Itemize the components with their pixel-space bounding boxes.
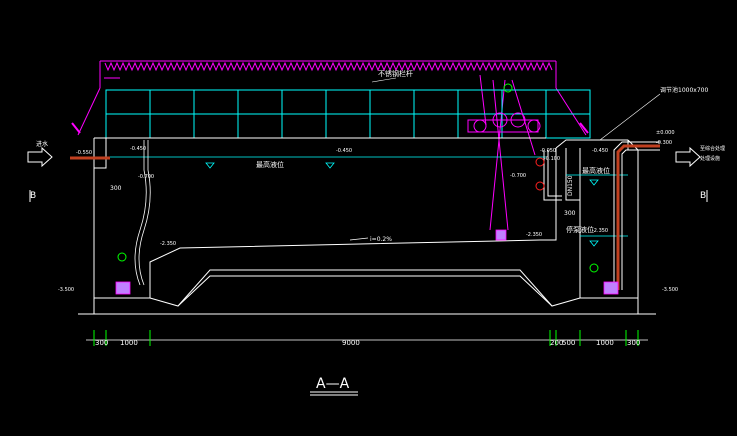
dimension-values: 300 1000 9000 200 500 1000 300 bbox=[95, 339, 640, 347]
channel-size-leader bbox=[599, 93, 661, 141]
slope-label: i=0.2% bbox=[370, 236, 392, 243]
elev-right-top: -0.050 bbox=[540, 148, 556, 154]
dim-1: 1000 bbox=[120, 339, 138, 347]
pump-left bbox=[115, 281, 131, 295]
elev-right-outlet: -0.100 bbox=[544, 156, 560, 162]
elev-right-peak: -0.450 bbox=[592, 148, 608, 154]
elevation-labels: -0.550 -0.450 -0.450 -0.700 -0.050 -0.45… bbox=[58, 130, 678, 293]
section-mark-right: B bbox=[700, 191, 706, 201]
left-pump-pipe bbox=[134, 140, 151, 286]
elev-pump-stop: -2.350 bbox=[592, 228, 608, 234]
outlet-arrow bbox=[675, 146, 701, 168]
railing-label: 不锈钢栏杆 bbox=[378, 69, 413, 78]
elev-slope-left: -2.350 bbox=[160, 241, 176, 247]
section-mark-left: B bbox=[30, 191, 36, 201]
max-level-label: 最高液位 bbox=[256, 160, 284, 169]
outlet-label-2: 处理设施 bbox=[700, 155, 720, 162]
dim-2: 9000 bbox=[342, 339, 360, 347]
outlet-label-1: 至综合处理 bbox=[700, 145, 725, 152]
red-markers bbox=[535, 157, 545, 191]
elev-right-channel: -0.700 bbox=[510, 173, 526, 179]
dimension-ticks bbox=[93, 330, 639, 346]
elev-slope-right: -2.350 bbox=[526, 232, 542, 238]
small-step-left: 300 bbox=[110, 185, 122, 192]
truss-zigzag bbox=[104, 61, 553, 72]
tank-structure bbox=[78, 137, 656, 315]
small-step-right: 300 bbox=[564, 210, 576, 217]
slope-arrow bbox=[349, 237, 369, 241]
pipe-dn-label: DN150 bbox=[567, 175, 574, 196]
right-pipe bbox=[543, 141, 660, 290]
pump-mid bbox=[495, 229, 507, 241]
elev-sump-right: -3.500 bbox=[662, 287, 678, 293]
green-markers bbox=[117, 83, 599, 273]
pump-stop-label: 停泵液位 bbox=[566, 225, 594, 234]
railing-leader bbox=[371, 77, 397, 83]
drive-units bbox=[467, 112, 541, 133]
inlet-label: 进水 bbox=[36, 140, 48, 148]
dim-4: 500 bbox=[562, 339, 575, 347]
elev-top-left: -0.450 bbox=[130, 146, 146, 152]
elev-small-left: -0.700 bbox=[138, 174, 154, 180]
dim-0: 300 bbox=[95, 339, 108, 347]
pump-right bbox=[603, 281, 619, 295]
dim-5: 1000 bbox=[596, 339, 614, 347]
channel-size-label: 调节池1000x700 bbox=[660, 86, 708, 94]
inlet-arrow bbox=[27, 146, 53, 168]
roof-truss bbox=[77, 60, 587, 231]
elev-inlet-left: -0.550 bbox=[76, 150, 92, 156]
water-marks bbox=[205, 162, 599, 247]
elev-sump-left: -3.500 bbox=[58, 287, 74, 293]
section-title: A—A bbox=[316, 376, 350, 392]
elev-right-far2: -0.300 bbox=[656, 140, 672, 146]
dim-6: 300 bbox=[627, 339, 640, 347]
elev-right-far: ±0.000 bbox=[656, 130, 675, 136]
roof-anchor-left bbox=[71, 122, 81, 134]
roof-anchor-right bbox=[579, 122, 589, 134]
elev-level-mid: -0.450 bbox=[336, 148, 352, 154]
outlet-pipe bbox=[616, 144, 660, 290]
mid-level-label: 最高液位 bbox=[582, 166, 610, 175]
dim-3: 200 bbox=[550, 339, 563, 347]
